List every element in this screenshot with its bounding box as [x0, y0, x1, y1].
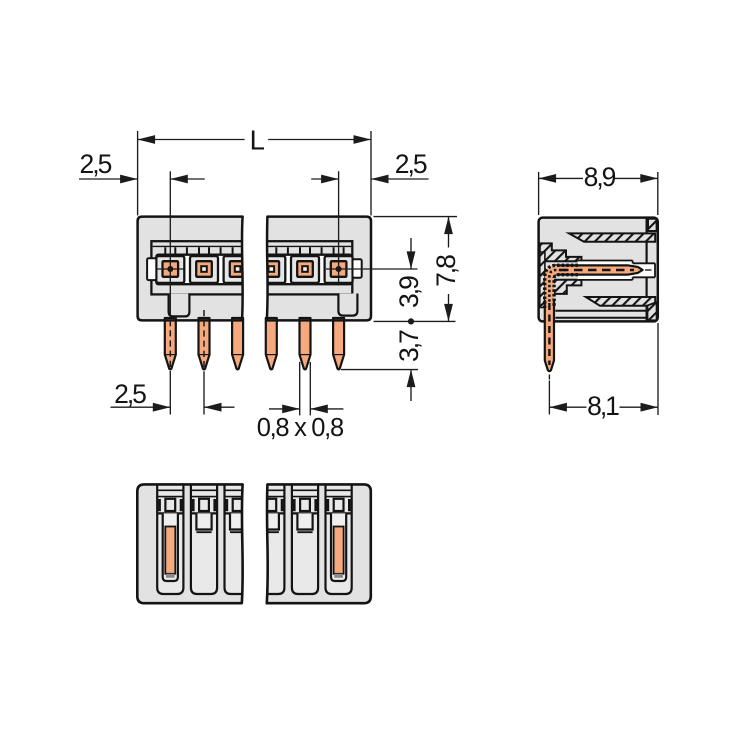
svg-text:L: L — [250, 124, 265, 155]
svg-text:0,8 x 0,8: 0,8 x 0,8 — [257, 414, 344, 442]
svg-text:7,8: 7,8 — [431, 255, 461, 287]
svg-text:8,1: 8,1 — [587, 391, 619, 421]
svg-text:2,5: 2,5 — [114, 379, 146, 409]
svg-text:3,7: 3,7 — [394, 330, 424, 362]
svg-text:8,9: 8,9 — [584, 162, 616, 192]
svg-text:2,5: 2,5 — [80, 149, 112, 179]
svg-text:3,9: 3,9 — [394, 276, 424, 308]
svg-text:2,5: 2,5 — [395, 149, 427, 179]
